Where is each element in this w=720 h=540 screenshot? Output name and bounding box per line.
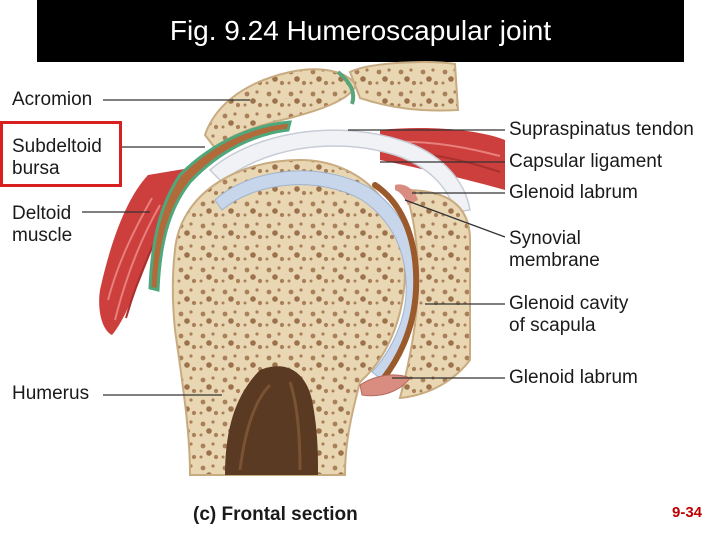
leader-lines — [82, 99, 506, 396]
page-number: 9-34 — [672, 504, 703, 521]
figure-caption: (c) Frontal section — [193, 504, 358, 526]
humerus — [171, 158, 407, 476]
label-subdeltoid-bursa-line2: bursa — [12, 158, 60, 179]
label-glenoid-labrum-top: Glenoid labrum — [509, 182, 638, 203]
highlight-box — [0, 121, 122, 187]
synovial-membrane — [372, 182, 420, 388]
label-humerus: Humerus — [12, 383, 90, 404]
label-synovial-membrane-line2: membrane — [509, 250, 600, 271]
label-capsular-ligament: Capsular ligament — [509, 151, 663, 172]
slide-title: Fig. 9.24 Humeroscapular joint — [37, 0, 684, 62]
label-glenoid-cavity-line2: of scapula — [509, 315, 596, 336]
label-deltoid-muscle-line1: Deltoid — [12, 203, 72, 224]
caption-text: Frontal section — [221, 504, 358, 525]
label-subdeltoid-bursa-line1: Subdeltoid — [12, 136, 102, 157]
subdeltoid-bursa — [148, 120, 292, 292]
label-acromion: Acromion — [12, 89, 93, 110]
scapula — [398, 188, 471, 400]
label-supraspinatus-tendon: Supraspinatus tendon — [509, 119, 694, 140]
capsular-ligament — [208, 129, 471, 213]
label-glenoid-labrum-bottom: Glenoid labrum — [509, 367, 638, 388]
glenoid-labrum-upper — [395, 184, 418, 205]
label-glenoid-cavity-line1: Glenoid cavity — [509, 293, 629, 314]
caption-letter: (c) — [193, 504, 217, 525]
label-deltoid-muscle-line2: muscle — [12, 225, 73, 246]
acromion — [203, 61, 460, 150]
label-synovial-membrane-line1: Synovial — [509, 228, 581, 249]
